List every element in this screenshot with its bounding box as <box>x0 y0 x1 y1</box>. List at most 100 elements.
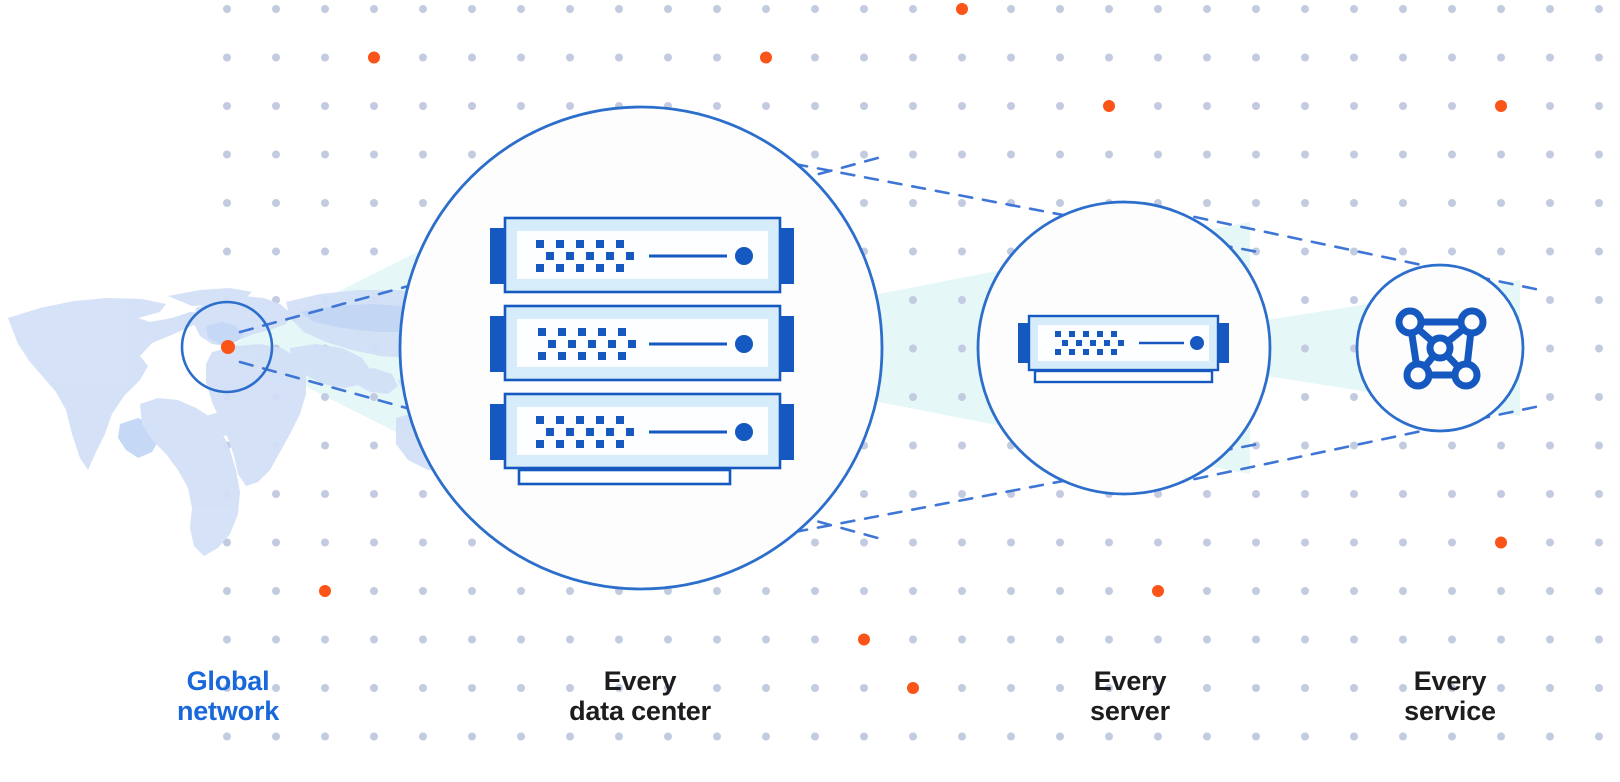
grid-dot <box>860 102 868 110</box>
grid-dot <box>1252 490 1260 498</box>
grid-dot <box>1007 635 1015 644</box>
grid-dot <box>1497 5 1505 13</box>
grid-dot <box>1203 53 1211 62</box>
grid-dot <box>1350 635 1358 644</box>
grid-dot <box>958 247 966 256</box>
grid-dot <box>1203 538 1211 547</box>
grid-dot <box>1105 5 1113 13</box>
stage-circle-global-network[interactable] <box>180 300 274 394</box>
grid-dot <box>860 199 868 207</box>
grid-dot <box>1595 344 1603 353</box>
grid-dot <box>223 150 231 159</box>
grid-dot <box>1301 635 1309 644</box>
grid-dot <box>1546 199 1554 207</box>
server-led-grid <box>536 416 634 448</box>
grid-dot <box>370 102 378 110</box>
grid-dot <box>1595 150 1603 159</box>
grid-dot <box>419 150 427 159</box>
grid-dot <box>321 490 329 498</box>
grid-dot <box>517 102 525 110</box>
grid-dot <box>1301 5 1309 13</box>
grid-dot <box>909 393 917 401</box>
server-status-dot <box>735 335 753 353</box>
grid-dot <box>713 732 721 741</box>
grid-dot <box>860 587 868 595</box>
grid-dot <box>1056 684 1064 692</box>
grid-dot <box>1595 732 1603 741</box>
grid-dot <box>1350 247 1358 256</box>
grid-dot <box>566 5 574 13</box>
grid-dot <box>468 732 476 741</box>
grid-dot <box>1301 247 1309 256</box>
server-led-grid <box>538 328 636 360</box>
grid-dot <box>1301 102 1309 110</box>
grid-dot <box>958 684 966 692</box>
grid-dot <box>1399 199 1407 207</box>
server-rack-icon <box>490 216 794 486</box>
mesh-node <box>1451 360 1481 390</box>
grid-dot <box>909 344 917 353</box>
grid-dot <box>1056 5 1064 13</box>
grid-dot <box>321 393 329 401</box>
grid-dot <box>1399 684 1407 692</box>
grid-dot <box>370 587 378 595</box>
grid-dot <box>223 732 231 741</box>
grid-dot <box>1399 247 1407 256</box>
grid-dot <box>1595 53 1603 62</box>
grid-dot <box>664 635 672 644</box>
grid-dot <box>468 53 476 62</box>
grid-dot <box>517 684 525 692</box>
grid-dot <box>1252 5 1260 13</box>
grid-dot <box>1350 490 1358 498</box>
grid-dot <box>1154 635 1162 644</box>
grid-dot <box>1546 296 1554 304</box>
grid-dot <box>419 732 427 741</box>
grid-dot <box>1448 53 1456 62</box>
grid-dot <box>1350 393 1358 401</box>
grid-dot <box>1154 150 1162 159</box>
grid-dot <box>762 5 770 13</box>
grid-dot <box>419 102 427 110</box>
grid-dot <box>958 635 966 644</box>
grid-dot <box>1301 684 1309 692</box>
grid-dot <box>1595 587 1603 595</box>
grid-dot <box>1105 684 1113 692</box>
mesh-node <box>1457 307 1487 337</box>
grid-dot <box>272 5 280 13</box>
grid-dot <box>762 684 770 692</box>
stage-label-data-center: Every data center <box>569 666 711 726</box>
grid-dot <box>272 732 280 741</box>
grid-dot <box>370 441 378 450</box>
grid-dot <box>1252 684 1260 692</box>
grid-dot <box>566 684 574 692</box>
stage-label-global-network: Global network <box>176 666 280 726</box>
grid-dot <box>370 684 378 692</box>
grid-dot <box>1546 635 1554 644</box>
grid-dot <box>321 150 329 159</box>
grid-dot <box>958 490 966 498</box>
grid-dot <box>321 635 329 644</box>
grid-dot <box>615 53 623 62</box>
grid-dot <box>1007 587 1015 595</box>
grid-dot <box>1595 441 1603 450</box>
grid-dot <box>664 5 672 13</box>
grid-dot <box>1497 247 1505 256</box>
grid-dot <box>419 635 427 644</box>
grid-dot <box>958 587 966 595</box>
grid-dot <box>811 53 819 62</box>
grid-dot <box>517 53 525 62</box>
grid-dot <box>1154 5 1162 13</box>
grid-dot <box>1497 684 1505 692</box>
server-base <box>1033 369 1214 384</box>
grid-dot <box>223 53 231 62</box>
grid-dot <box>1301 344 1309 353</box>
server-unit <box>490 216 794 294</box>
grid-dot <box>321 53 329 62</box>
grid-dot <box>860 538 868 547</box>
grid-dot <box>958 441 966 450</box>
grid-dot <box>1007 102 1015 110</box>
grid-dot <box>1301 53 1309 62</box>
grid-dot <box>1301 150 1309 159</box>
grid-dot <box>1497 732 1505 741</box>
